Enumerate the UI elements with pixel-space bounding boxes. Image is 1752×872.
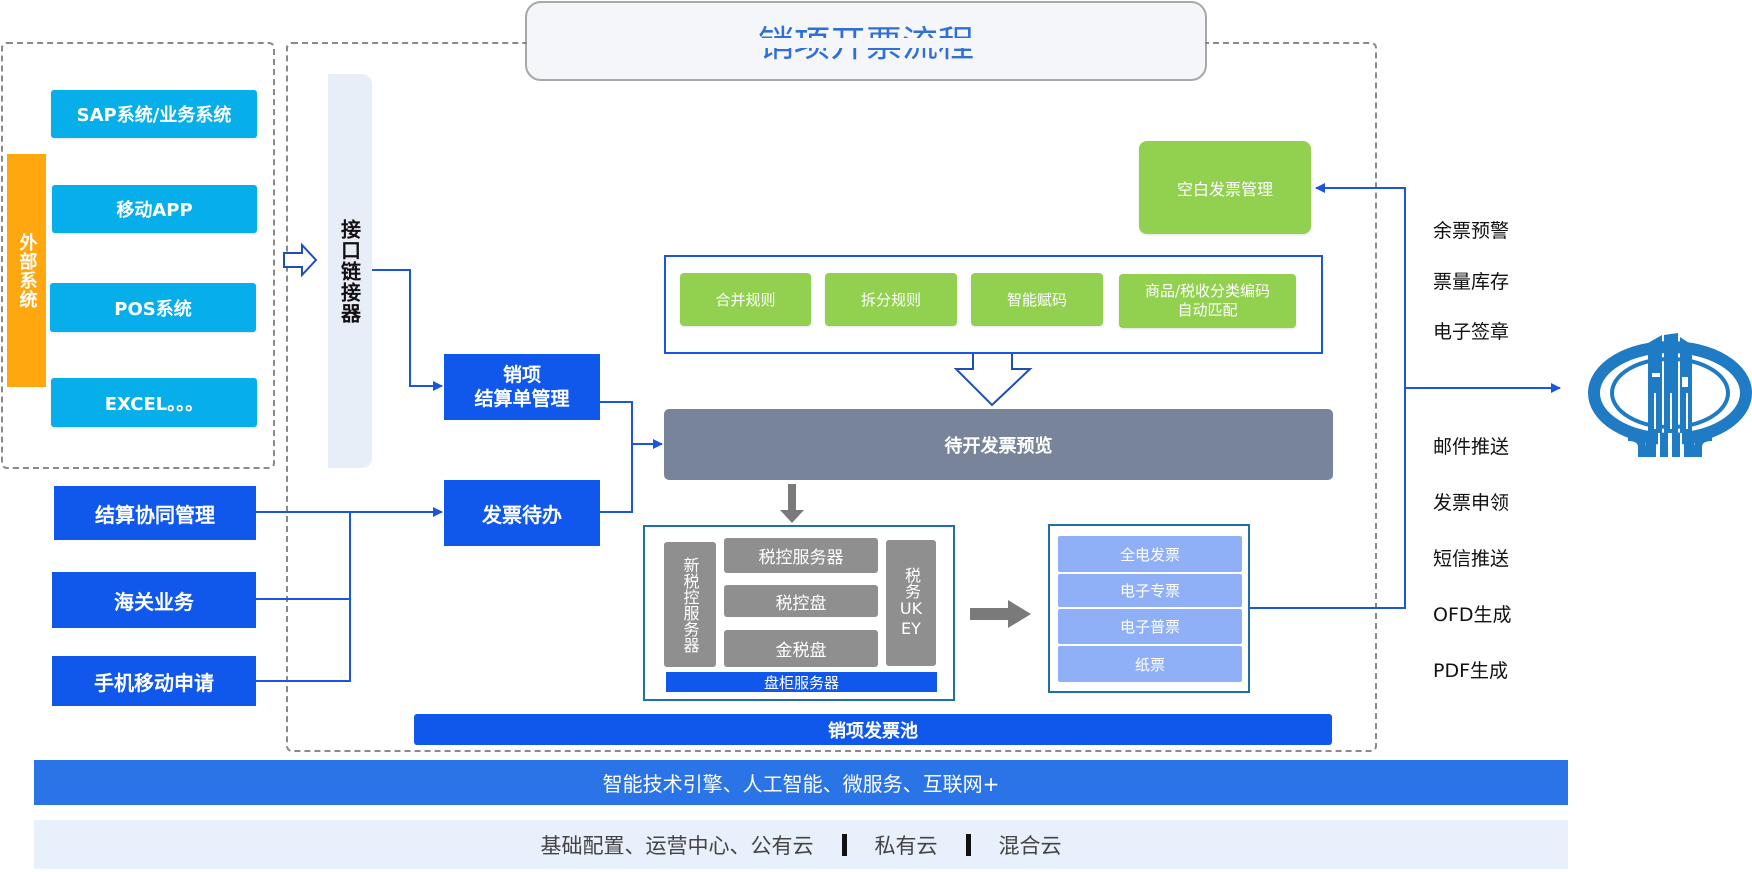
tax-bureau-logo-icon	[1588, 333, 1752, 457]
interface-connector[interactable]: 接口链接器	[328, 74, 372, 468]
rule-tax-code-matching[interactable]: 商品/税收分类编码 自动匹配	[1119, 274, 1296, 328]
external-system-excel[interactable]: EXCEL。。。	[51, 378, 257, 427]
new-tax-server[interactable]: 新税控服务器	[664, 542, 716, 667]
external-system-pos[interactable]: POS系统	[50, 283, 256, 332]
tax-control-server[interactable]: 税控服务器	[724, 538, 878, 573]
source-settlement-collab[interactable]: 结算协同管理	[54, 486, 256, 540]
rule-split[interactable]: 拆分规则	[825, 273, 957, 326]
label-invoice-stock: 票量库存	[1433, 271, 1510, 293]
external-system-mobile-app[interactable]: 移动APP	[52, 185, 257, 233]
label-email-push: 邮件推送	[1433, 436, 1510, 458]
base-item-hybrid-cloud: 混合云	[998, 833, 1062, 858]
external-systems-label: 外部系统	[7, 154, 46, 387]
sales-invoice-pool[interactable]: 销项发票池	[414, 714, 1332, 745]
invoice-type-fully-digital[interactable]: 全电发票	[1058, 536, 1242, 572]
invoice-pending[interactable]: 发票待办	[444, 480, 600, 546]
label-ofd-generate: OFD生成	[1433, 604, 1512, 626]
tax-ukey[interactable]: 税务 UK EY	[886, 540, 936, 666]
source-mobile-request[interactable]: 手机移动申请	[52, 656, 256, 706]
separator	[841, 833, 847, 856]
tech-engine-bar: 智能技术引擎、人工智能、微服务、互联网+	[34, 760, 1568, 805]
invoice-type-e-normal[interactable]: 电子普票	[1058, 609, 1242, 644]
blank-invoice-management[interactable]: 空白发票管理	[1139, 141, 1311, 234]
base-infra-bar: 基础配置、运营中心、公有云 私有云 混合云	[34, 820, 1568, 869]
golden-tax-disk[interactable]: 金税盘	[724, 630, 878, 667]
base-item-config: 基础配置、运营中心、公有云	[540, 833, 814, 858]
external-system-sap[interactable]: SAP系统/业务系统	[51, 90, 257, 138]
invoice-type-paper[interactable]: 纸票	[1058, 646, 1242, 682]
rule-smart-coding[interactable]: 智能赋码	[971, 273, 1103, 326]
label-sms-push: 短信推送	[1433, 548, 1510, 570]
separator	[965, 833, 971, 856]
settlement-management[interactable]: 销项 结算单管理	[444, 354, 600, 420]
title-gap-mask	[527, 38, 1205, 48]
label-invoice-apply: 发票申领	[1433, 492, 1510, 514]
label-pdf-generate: PDF生成	[1433, 660, 1509, 682]
external-systems-group	[1, 42, 275, 469]
invoice-type-e-special[interactable]: 电子专票	[1058, 574, 1242, 607]
source-customs[interactable]: 海关业务	[52, 572, 256, 628]
label-e-signature: 电子签章	[1433, 321, 1510, 343]
base-item-private-cloud: 私有云	[874, 833, 938, 858]
rule-merge[interactable]: 合并规则	[680, 273, 811, 326]
invoice-preview[interactable]: 待开发票预览	[664, 409, 1333, 480]
tax-control-disk[interactable]: 税控盘	[724, 585, 878, 617]
label-remaining-warning: 余票预警	[1433, 220, 1510, 242]
cabinet-server[interactable]: 盘柜服务器	[666, 672, 937, 692]
